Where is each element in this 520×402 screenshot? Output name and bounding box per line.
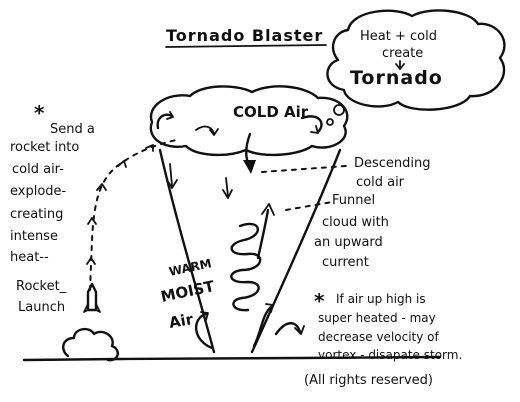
funnel-label-1: Funnel: [332, 193, 375, 208]
funnel-right-edge: [250, 148, 342, 354]
thought-bubble-dot-small: [326, 118, 334, 126]
trajectory-arrow-2: [87, 217, 97, 225]
base-swirl-right-head: [265, 303, 274, 313]
funnel-label-2: cloud with: [322, 215, 389, 230]
bubble-line-2: create: [382, 46, 423, 61]
right-note-star: *: [314, 289, 325, 313]
cloud-swirl-left-head: [166, 111, 174, 120]
base-swirl-right: [252, 304, 274, 348]
cloud-swirl-right: [300, 115, 323, 134]
thought-bubble-dot: [333, 104, 345, 116]
down-arrow-left-head: [166, 179, 178, 189]
base-swirl-left: [195, 312, 214, 350]
left-note-line-4: explode-: [10, 184, 67, 199]
rocket-fin-right: [95, 303, 101, 313]
funnel-label-3: an upward: [314, 235, 383, 250]
rocket-label-2: Launch: [18, 300, 65, 315]
bubble-arrowhead: [395, 63, 405, 70]
cold-air-cloud: [149, 85, 349, 157]
right-note-line-2: super heated - may: [318, 311, 436, 325]
launch-smoke-icon: [62, 327, 119, 362]
rocket-label-1: Rocket_: [16, 279, 67, 294]
right-note-line-1: If air up high is: [336, 292, 426, 306]
down-arrow-center: [225, 177, 229, 197]
right-note-line-4: vortex - disapate storm.: [318, 348, 462, 362]
down-arrow-left: [169, 163, 173, 187]
funnel-pointer: [285, 201, 333, 211]
vortex-spiral: [230, 222, 262, 312]
left-note-line-7: heat--: [10, 250, 49, 265]
descending-arrowhead: [243, 160, 256, 174]
base-swirl-far-right-head: [294, 325, 305, 335]
trajectory-arrow-4: [117, 160, 127, 168]
cloud-swirl-mid-head: [209, 128, 219, 136]
descending-pointer: [261, 165, 347, 173]
title-underline: [165, 44, 327, 48]
bubble-line-1: Heat + cold: [360, 29, 437, 44]
left-note-line-2: rocket into: [10, 140, 79, 155]
cloud-swirl-left: [156, 113, 174, 130]
funnel-label-4: current: [322, 255, 369, 270]
base-swirl-left-head: [200, 311, 209, 321]
left-note-star: *: [34, 101, 45, 125]
trajectory-arrow-5: [145, 144, 154, 152]
rights-reserved: (All rights reserved): [304, 373, 433, 388]
descending-label-2: cold air: [356, 175, 405, 190]
upward-current-arrow: [256, 208, 270, 260]
rocket-fin-left: [83, 303, 89, 313]
trajectory-arrow-3: [96, 183, 107, 191]
trajectory-arrow-1: [86, 257, 96, 265]
moist-label: MOIST: [159, 277, 217, 306]
base-swirl-far-right: [274, 322, 302, 336]
funnel-left-edge: [158, 148, 216, 354]
cloud-swirl-right-head: [310, 125, 319, 134]
cloud-label: COLD Air: [233, 103, 309, 121]
left-note-line-1: Send a: [50, 122, 95, 137]
upward-arrowhead: [261, 203, 275, 216]
down-arrow-center-head: [222, 189, 233, 199]
ground-line: [22, 355, 442, 362]
thought-bubble: [326, 9, 506, 111]
warm-label: WARM: [168, 256, 213, 279]
bubble-line-3: Tornado: [350, 67, 443, 89]
left-note-line-3: cold air-: [12, 162, 64, 177]
left-note-line-5: creating: [10, 207, 63, 222]
cloud-swirl-mid: [195, 125, 215, 135]
left-note-line-6: intense: [10, 229, 58, 244]
title: Tornado Blaster: [166, 26, 323, 45]
descending-label-1: Descending: [354, 156, 431, 171]
rocket-icon: [86, 282, 98, 312]
air-label: Air: [168, 310, 196, 332]
right-note-line-3: decrease velocity of: [318, 330, 440, 344]
